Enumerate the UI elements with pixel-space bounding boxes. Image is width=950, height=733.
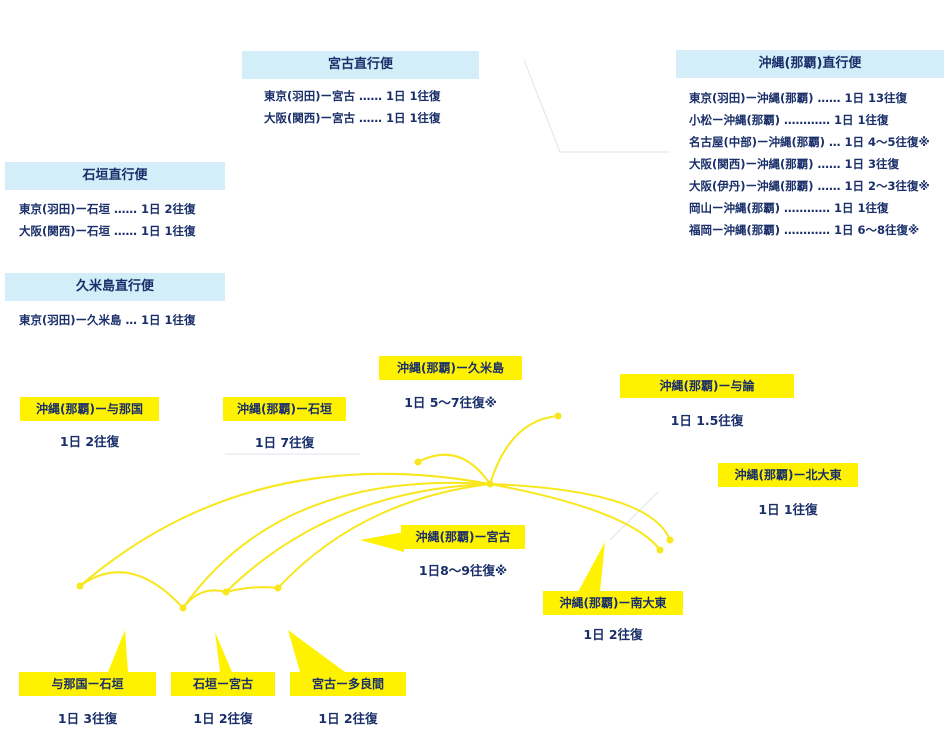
route-freq-miyako-tarama: 1日 2往復: [318, 711, 378, 726]
route-label-okinawa-yoron: 沖縄(那覇)ー与論: [620, 374, 794, 398]
route-freq-yonaguni-ishigaki: 1日 3往復: [57, 711, 118, 726]
route-freq-okinawa-yonaguni: 1日 2往復: [59, 434, 120, 449]
route-label-ishigaki-miyako: 石垣ー宮古: [171, 672, 275, 696]
route-freq-okinawa-kitadaito: 1日 1往復: [758, 502, 818, 517]
panel-title: 沖縄(那覇)直行便: [676, 50, 944, 78]
route-arc-okinawa-yoron: [489, 415, 559, 485]
route-arc-yonaguni-ishigaki: [79, 571, 184, 609]
callout-pointer: [578, 542, 605, 592]
connector-line: [609, 491, 659, 541]
airport-kumejima-dot: [414, 458, 422, 466]
airport-miyako-dot: [222, 588, 230, 596]
route-freq-okinawa-miyako: 1日8〜9往復※: [418, 563, 508, 578]
panel-title: 久米島直行便: [5, 273, 225, 301]
callout-pointer: [215, 632, 232, 672]
route-row: 福岡ー沖縄(那覇) ………… 1日 6〜8往復※: [689, 223, 920, 237]
route-row: 小松ー沖縄(那覇) ………… 1日 1往復: [689, 113, 889, 127]
route-arc-okinawa-kitadaito: [489, 483, 671, 541]
route-label-okinawa-minamidaito: 沖縄(那覇)ー南大東: [543, 591, 683, 615]
route-row: 岡山ー沖縄(那覇) ………… 1日 1往復: [689, 201, 889, 215]
connector-line: [523, 59, 670, 153]
kumejima-direct-panel: 久米島直行便 東京(羽田)ー久米島 … 1日 1往復: [5, 273, 225, 331]
route-row: 大阪(関西)ー宮古 …… 1日 1往復: [264, 111, 441, 125]
route-row: 大阪(関西)ー石垣 …… 1日 1往復: [19, 224, 196, 238]
airport-naha-dot: [486, 480, 494, 488]
route-row: 大阪(関西)ー沖縄(那覇) …… 1日 3往復: [689, 157, 900, 171]
callout-pointer: [288, 630, 345, 672]
callout-pointer: [108, 630, 128, 672]
route-freq-okinawa-yoron: 1日 1.5往復: [670, 413, 744, 428]
route-arc-okinawa-minamidaito: [489, 483, 661, 551]
route-row: 東京(羽田)ー石垣 …… 1日 2往復: [19, 202, 196, 216]
route-label-okinawa-kitadaito: 沖縄(那覇)ー北大東: [718, 463, 858, 487]
route-arc-okinawa-tarama: [277, 483, 491, 589]
route-label-yonaguni-ishigaki: 与那国ー石垣: [19, 672, 156, 696]
airport-minamidaito-dot: [656, 546, 664, 554]
callout-pointer: [360, 532, 404, 552]
route-freq-okinawa-minamidaito: 1日 2往復: [583, 627, 643, 642]
route-label-okinawa-miyako: 沖縄(那覇)ー宮古: [401, 525, 525, 549]
airport-kitadaito-dot: [666, 536, 674, 544]
route-arc-okinawa-kumejima: [417, 453, 491, 485]
panel-title: 宮古直行便: [242, 51, 479, 79]
route-arc-okinawa-miyako: [225, 483, 491, 593]
route-label-okinawa-kumejima: 沖縄(那覇)ー久米島: [379, 356, 522, 380]
airport-tarama-dot: [274, 584, 282, 592]
route-row: 大阪(伊丹)ー沖縄(那覇) …… 1日 2〜3往復※: [689, 179, 930, 193]
route-row: 東京(羽田)ー沖縄(那覇) …… 1日 13往復: [689, 91, 908, 105]
route-row: 名古屋(中部)ー沖縄(那覇) … 1日 4〜5往復※: [689, 135, 930, 149]
route-arc-okinawa-ishigaki: [182, 481, 491, 609]
route-freq-ishigaki-miyako: 1日 2往復: [193, 711, 253, 726]
airport-yoron-dot: [554, 412, 562, 420]
route-row: 東京(羽田)ー久米島 … 1日 1往復: [19, 313, 196, 327]
route-arc-okinawa-yonaguni: [79, 472, 491, 587]
miyako-direct-panel: 宮古直行便 東京(羽田)ー宮古 …… 1日 1往復 大阪(関西)ー宮古 …… 1…: [242, 51, 479, 129]
route-label-miyako-tarama: 宮古ー多良間: [290, 672, 406, 696]
route-label-okinawa-ishigaki: 沖縄(那覇)ー石垣: [223, 397, 346, 421]
airport-yonaguni-dot: [76, 582, 84, 590]
route-freq-okinawa-kumejima: 1日 5〜7往復※: [404, 395, 497, 410]
airport-ishigaki-dot: [179, 604, 187, 612]
route-row: 東京(羽田)ー宮古 …… 1日 1往復: [264, 89, 441, 103]
panel-title: 石垣直行便: [5, 162, 225, 190]
okinawa-direct-panel: 沖縄(那覇)直行便 東京(羽田)ー沖縄(那覇) …… 1日 13往復 小松ー沖縄…: [676, 50, 944, 241]
route-label-okinawa-yonaguni: 沖縄(那覇)ー与那国: [20, 397, 159, 421]
ishigaki-direct-panel: 石垣直行便 東京(羽田)ー石垣 …… 1日 2往復 大阪(関西)ー石垣 …… 1…: [5, 162, 225, 242]
route-freq-okinawa-ishigaki: 1日 7往復: [254, 435, 315, 450]
